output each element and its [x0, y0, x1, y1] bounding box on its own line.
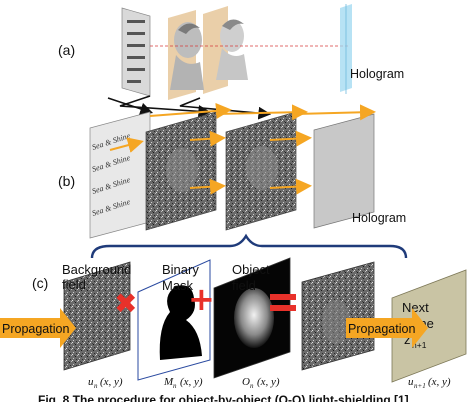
panel-b: (b) Sea & Shine Sea & Shine Sea & Shine … [58, 102, 406, 239]
brace [90, 233, 408, 259]
hologram-label-b: Hologram [352, 211, 406, 225]
next-plane-z-sub: n+1 [412, 340, 427, 350]
math-u-n1: u n+1 (x, y) [408, 376, 451, 390]
next-plane-label-1: Next [402, 300, 429, 315]
svg-text:Propagation: Propagation [2, 322, 69, 336]
text-plane-b [89, 111, 151, 239]
panel-a-tag: (a) [58, 42, 75, 58]
plus-symbol: + [188, 280, 215, 318]
svg-text:O: O [242, 376, 250, 388]
math-O-n: O n (x, y) [242, 376, 280, 390]
object-field-label-1: Object [232, 262, 270, 277]
svg-text:n: n [250, 382, 254, 390]
math-M-n: M n (x, y) [163, 376, 203, 390]
next-plane [391, 269, 467, 383]
binary-mask-label-1: Binary [162, 262, 199, 277]
svg-text:(x, y): (x, y) [257, 376, 280, 388]
math-u-n: u n (x, y) [88, 376, 123, 390]
object-face [234, 288, 274, 348]
svg-text:n: n [173, 382, 177, 390]
face-b2 [246, 146, 278, 190]
background-field-label-1: Background [62, 262, 131, 277]
hologram-plane-b [313, 113, 375, 229]
result-face [322, 300, 350, 344]
svg-text:(x, y): (x, y) [180, 376, 203, 388]
figure-caption: Fig. 8 The procedure for object-by-objec… [38, 393, 409, 402]
multiply-symbol: ✖ [114, 287, 137, 320]
next-plane-z: z [404, 332, 411, 347]
svg-text:n: n [94, 382, 98, 390]
svg-text:M: M [163, 376, 174, 388]
orange-arrows-b [109, 102, 376, 195]
svg-text:Propagation: Propagation [348, 322, 415, 336]
panel-a-to-b-arrows [107, 95, 272, 120]
svg-text:n+1: n+1 [414, 382, 426, 390]
hologram-label-a: Hologram [350, 67, 404, 81]
binary-mask-label-2: Mask [162, 278, 194, 293]
svg-text:(x, y): (x, y) [428, 376, 451, 388]
panel-c: (c) Background field ✖ Binary Mask + Obj… [0, 257, 467, 390]
mask-silhouette [159, 285, 202, 360]
head-object-2 [216, 19, 248, 80]
face-b1 [166, 148, 198, 192]
propagation-arrow-left: Propagation [0, 308, 76, 348]
svg-text:u: u [408, 376, 414, 388]
svg-text:u: u [88, 376, 94, 388]
head-object-1 [170, 22, 204, 90]
text-plane-a-texture [127, 20, 145, 83]
panel-a: (a) Hologram [58, 4, 404, 100]
object-field-label-2: field [232, 278, 256, 293]
panel-b-tag: (b) [58, 173, 75, 189]
tan-plane-2 [203, 6, 228, 94]
propagation-arrow-right: Propagation [346, 308, 428, 348]
panel-c-tag: (c) [32, 275, 48, 291]
background-field-label-2: field [62, 277, 86, 292]
svg-text:(x, y): (x, y) [100, 376, 123, 388]
equals-symbol [270, 294, 296, 311]
